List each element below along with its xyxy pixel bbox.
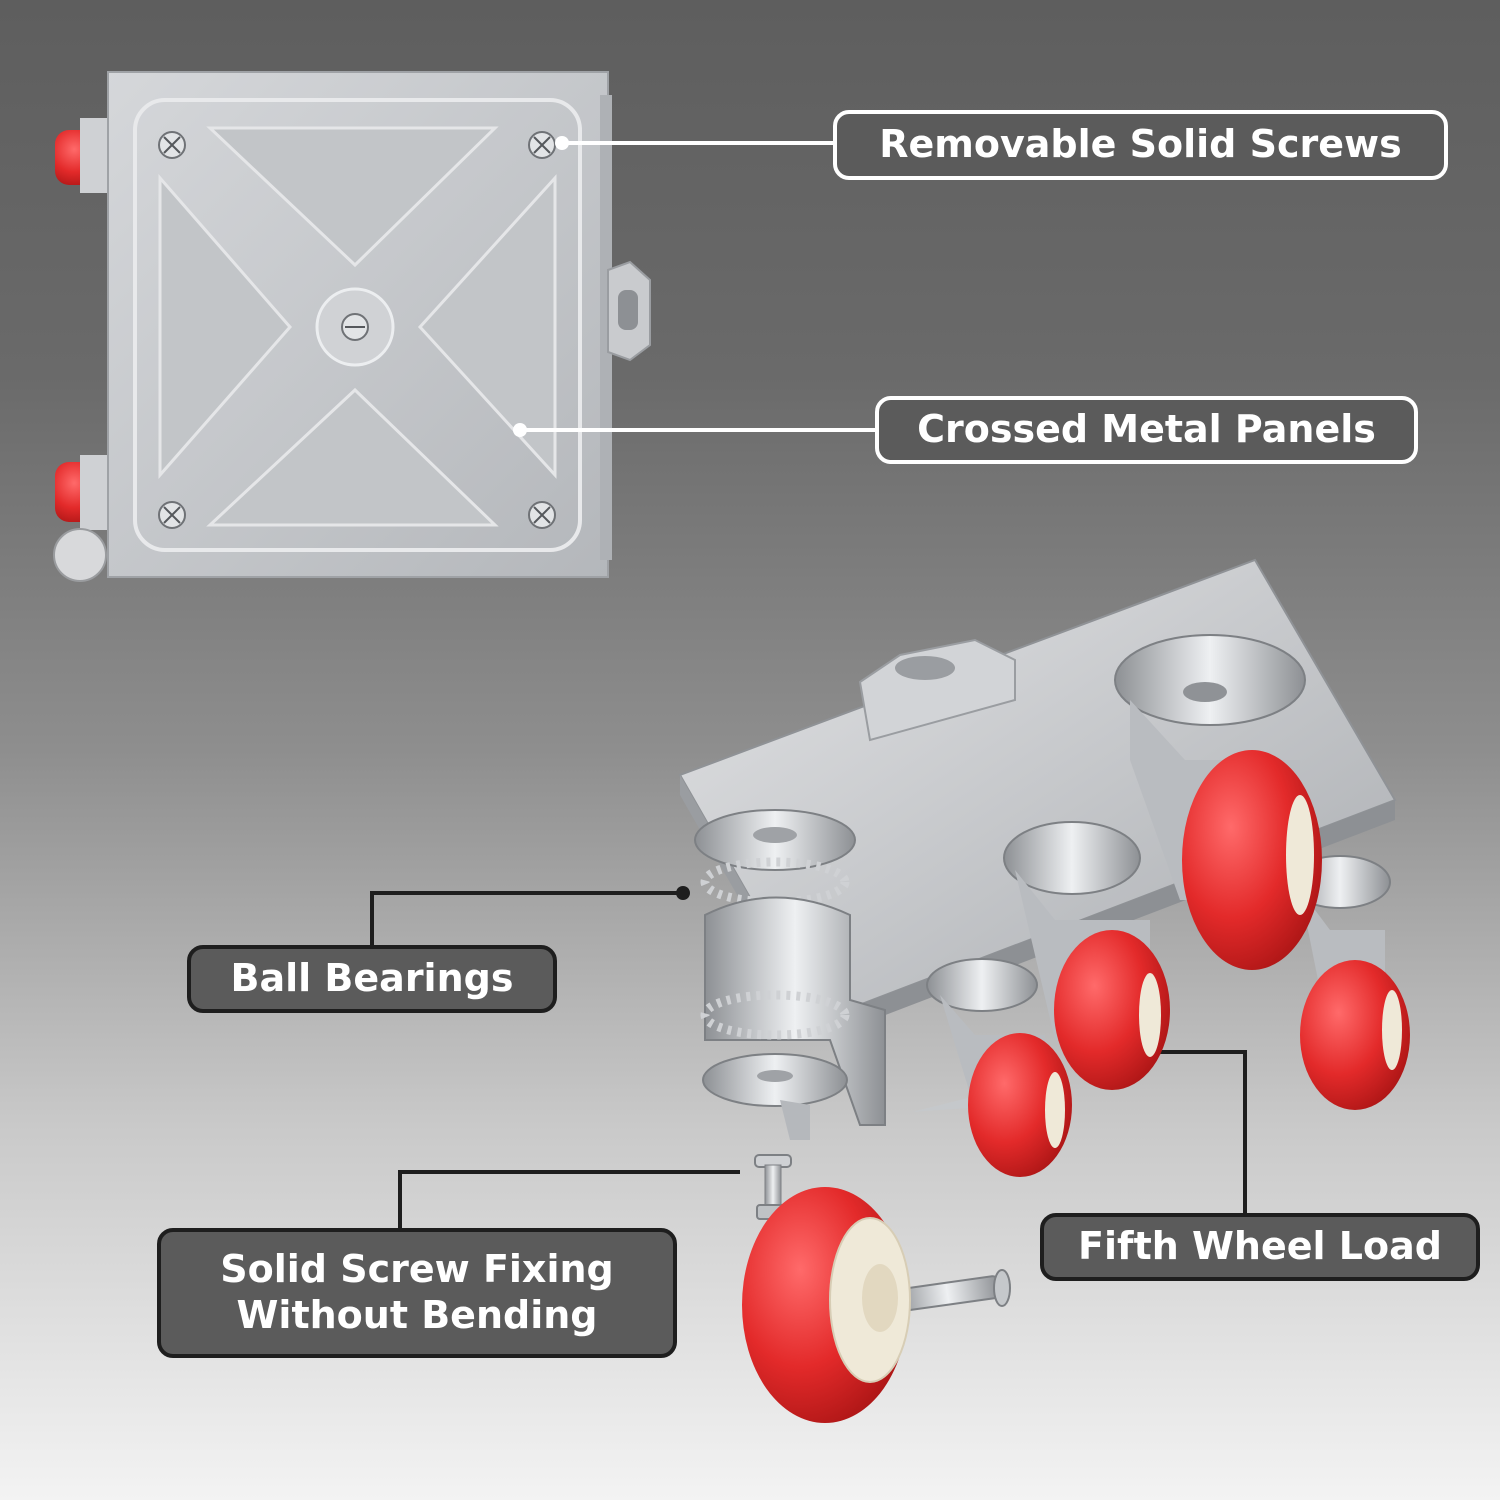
callout-fifth-wheel-load: Fifth Wheel Load	[1040, 1213, 1480, 1281]
top-plate-graphic	[53, 71, 651, 582]
callout-crossed-metal-panels-text: Crossed Metal Panels	[917, 407, 1376, 452]
callout-removable-solid-screws: Removable Solid Screws	[833, 110, 1448, 180]
callout-solid-screw-fixing-line1: Solid Screw Fixing	[220, 1247, 614, 1292]
callout-ball-bearings-text: Ball Bearings	[230, 956, 514, 1001]
callout-solid-screw-fixing-line2: Without Bending	[236, 1293, 598, 1337]
callout-removable-solid-screws-text: Removable Solid Screws	[879, 122, 1402, 167]
callout-crossed-metal-panels: Crossed Metal Panels	[875, 396, 1418, 464]
callout-fifth-wheel-load-text: Fifth Wheel Load	[1078, 1224, 1442, 1269]
caster-assembly-graphic	[678, 558, 1410, 1423]
callout-solid-screw-fixing: Solid Screw Fixing Without Bending	[157, 1228, 677, 1358]
callout-ball-bearings: Ball Bearings	[187, 945, 557, 1013]
